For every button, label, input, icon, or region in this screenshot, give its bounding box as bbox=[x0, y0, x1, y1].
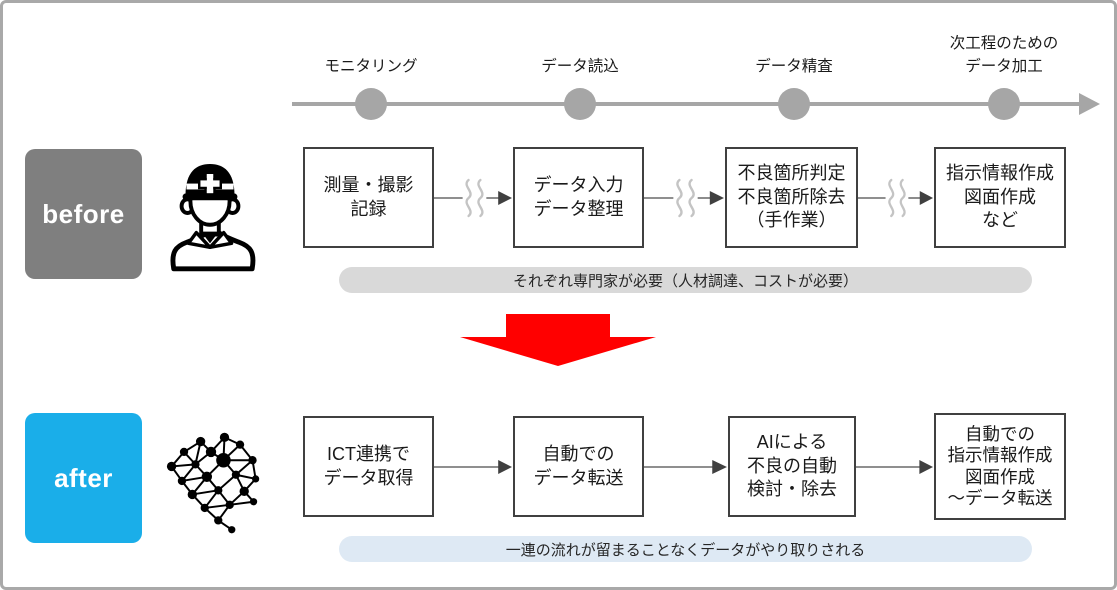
before-box-data-entry: データ入力 データ整理 bbox=[513, 147, 644, 248]
before-note-text: それぞれ専門家が必要（人材調達、コストが必要） bbox=[512, 272, 858, 290]
construction-worker-icon bbox=[161, 150, 259, 274]
after-connector-arrow-icon bbox=[434, 460, 513, 474]
timeline-node-icon bbox=[778, 88, 810, 120]
after-box-auto-transfer: 自動での データ転送 bbox=[513, 416, 644, 517]
after-box-ai-defect-line2: 不良の自動 bbox=[747, 455, 837, 476]
after-box-ict-acquire-line1: ICT連携で bbox=[327, 444, 410, 465]
before-to-after-arrow-icon bbox=[460, 314, 656, 366]
before-connector-break-arrow-icon bbox=[644, 178, 724, 218]
after-box-ai-defect-line1: AIによる bbox=[756, 432, 828, 453]
after-box-ict-acquire-line2: データ取得 bbox=[323, 467, 414, 488]
before-box-survey-line2: 記録 bbox=[350, 198, 387, 219]
before-box-defect-check-line1: 不良箇所判定 bbox=[737, 163, 846, 184]
before-connector-break-arrow-icon bbox=[858, 178, 934, 218]
after-connector-arrow-icon bbox=[856, 460, 934, 474]
after-box-ai-defect-line3: 検討・除去 bbox=[747, 479, 837, 500]
after-connector-arrow-icon bbox=[644, 460, 727, 474]
timeline-arrowhead-icon bbox=[1079, 93, 1100, 115]
timeline-axis bbox=[292, 88, 1100, 120]
after-box-ict-acquire: ICT連携で データ取得 bbox=[303, 416, 434, 517]
after-note-pill: 一連の流れが留まることなくデータがやり取りされる bbox=[339, 536, 1032, 562]
before-box-data-entry-line2: データ整理 bbox=[533, 198, 624, 219]
after-box-auto-output-line4: ～データ転送 bbox=[947, 487, 1053, 508]
timeline-stage-label-monitoring: モニタリング bbox=[324, 57, 418, 75]
before-box-defect-check: 不良箇所判定 不良箇所除去 （手作業） bbox=[725, 147, 858, 248]
after-box-auto-transfer-line2: データ転送 bbox=[533, 467, 624, 488]
after-label-text: after bbox=[54, 462, 113, 493]
before-label-text: before bbox=[42, 198, 125, 229]
before-note-pill: それぞれ専門家が必要（人材調達、コストが必要） bbox=[339, 267, 1032, 293]
before-box-output-line2: 図面作成 bbox=[964, 186, 1036, 207]
after-box-auto-transfer-line1: 自動での bbox=[542, 444, 615, 465]
before-box-survey-line1: 測量・撮影 bbox=[323, 175, 414, 196]
before-box-data-entry-line1: データ入力 bbox=[533, 175, 624, 196]
after-box-auto-output-line1: 自動での bbox=[965, 423, 1035, 444]
after-box-ai-defect: AIによる 不良の自動 検討・除去 bbox=[728, 416, 856, 517]
after-row-label: after bbox=[25, 413, 142, 543]
before-box-defect-check-line3: （手作業） bbox=[746, 210, 837, 231]
after-box-auto-output: 自動での 指示情報作成 図面作成 ～データ転送 bbox=[934, 413, 1066, 520]
before-box-defect-check-line2: 不良箇所除去 bbox=[737, 186, 846, 207]
before-row-label: before bbox=[25, 149, 142, 279]
ai-brain-network-icon bbox=[159, 427, 263, 537]
after-box-auto-output-line2: 指示情報作成 bbox=[947, 445, 1053, 466]
timeline-node-icon bbox=[355, 88, 387, 120]
after-box-auto-output-line3: 図面作成 bbox=[965, 466, 1035, 487]
after-note-text: 一連の流れが留まることなくデータがやり取りされる bbox=[505, 541, 866, 559]
timeline-stage-label-data-read: データ読込 bbox=[541, 57, 619, 75]
before-connector-break-arrow-icon bbox=[434, 178, 513, 218]
before-box-survey: 測量・撮影 記録 bbox=[303, 147, 434, 248]
timeline-node-icon bbox=[564, 88, 596, 120]
timeline-stage-label-data-processing: 次工程のための データ加工 bbox=[949, 35, 1059, 75]
timeline-stage-label-data-review: データ精査 bbox=[755, 57, 833, 75]
timeline-node-icon bbox=[988, 88, 1020, 120]
before-box-output-line3: など bbox=[982, 210, 1018, 231]
before-box-output: 指示情報作成 図面作成 など bbox=[934, 147, 1066, 248]
before-box-output-line1: 指示情報作成 bbox=[946, 163, 1054, 184]
